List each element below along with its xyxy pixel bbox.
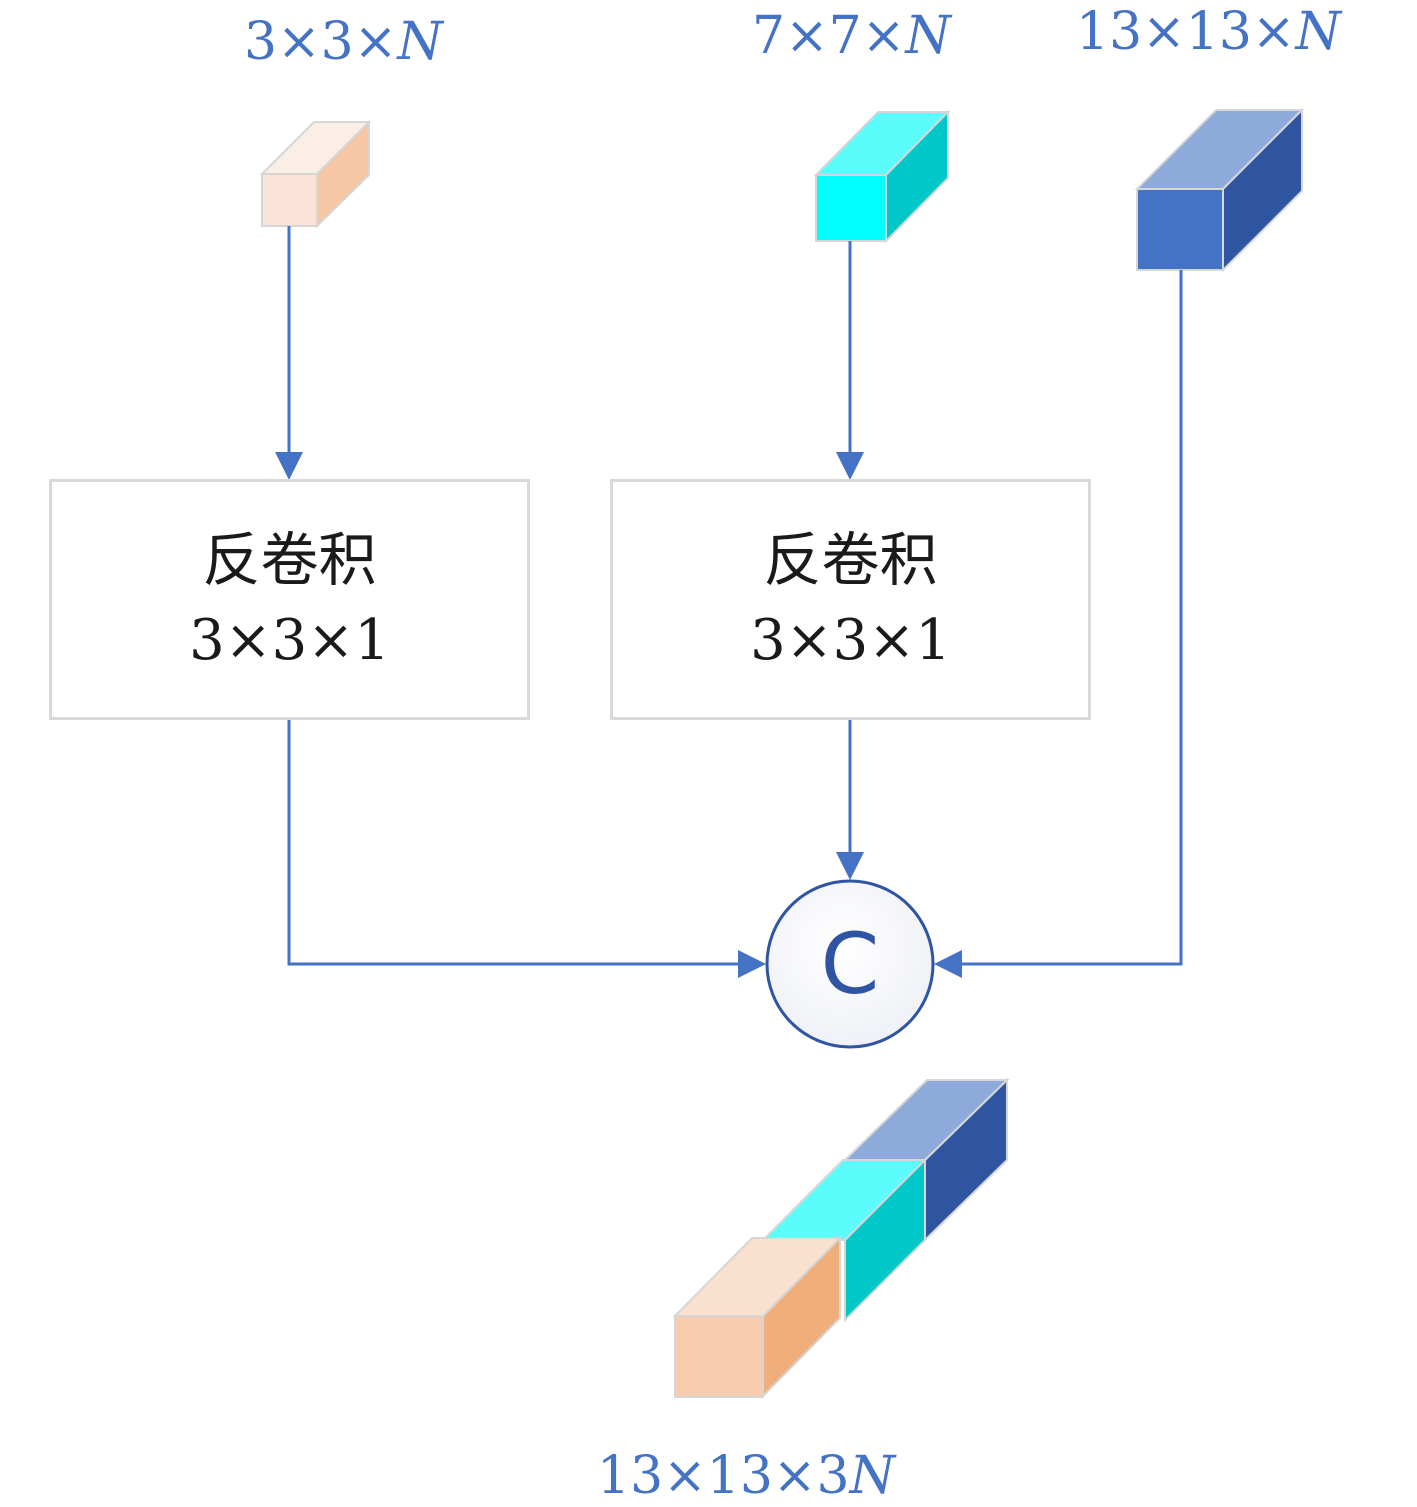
deconv-2-name: 反卷积: [763, 525, 938, 594]
deconv-1-kernel: 3×3×1: [189, 607, 390, 673]
output-tensor: [672, 1077, 1010, 1399]
concat-symbol: C: [820, 915, 880, 1013]
concat-node: [765, 879, 935, 1049]
deconv-box-2: 反卷积 3×3×1: [610, 479, 1091, 720]
output-dimension-label: 13×13×3N: [597, 1446, 896, 1506]
input-tensor-13x13: [1134, 107, 1305, 273]
input3-dimension-label: 13×13×N: [1076, 2, 1341, 62]
arrow-input2-to-deconv2: [836, 241, 864, 480]
input1-dimension-label: 3×3×N: [244, 12, 443, 72]
deconv-1-name: 反卷积: [202, 525, 377, 594]
arrow-input1-to-deconv1: [275, 226, 303, 480]
input-tensor-7x7: [813, 109, 951, 244]
deconv-2-kernel: 3×3×1: [750, 607, 951, 673]
deconv-box-1: 反卷积 3×3×1: [49, 479, 530, 720]
input-tensor-3x3: [259, 119, 372, 229]
arrow-deconv1-to-concat: [287, 718, 766, 978]
arrow-deconv2-to-concat: [836, 718, 864, 880]
input2-dimension-label: 7×7×N: [752, 6, 951, 66]
arrow-input3-to-concat: [934, 270, 1183, 978]
